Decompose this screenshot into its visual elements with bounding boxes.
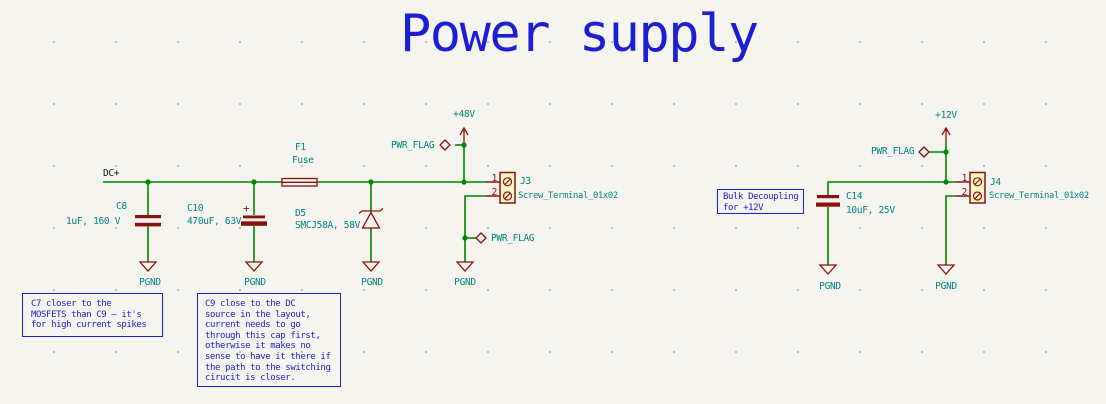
j3-pin1-number: 1 <box>491 173 498 184</box>
j4-value[interactable]: Screw_Terminal_01x02 <box>989 191 1089 201</box>
screw-terminal-j4-symbol[interactable] <box>956 171 986 204</box>
note-line: sense to have it there if <box>205 351 331 362</box>
capacitor-c10-symbol[interactable] <box>241 215 267 226</box>
c10-value[interactable]: 470uF, 63V <box>187 216 242 227</box>
c8-value[interactable]: 1uF, 160 V <box>66 216 121 227</box>
power-arrow-48v-icon[interactable] <box>459 126 469 143</box>
j3-pin2-number: 2 <box>491 187 498 198</box>
pgnd-label[interactable]: PGND <box>935 281 957 292</box>
pwr-flag-label-gnd[interactable]: PWR_FLAG <box>491 233 535 244</box>
capacitor-c8-symbol[interactable] <box>135 215 161 227</box>
pwr-flag-icon[interactable] <box>439 139 930 244</box>
note-line: current needs to go <box>205 320 301 331</box>
junction-dots <box>145 142 949 241</box>
power-label-12v[interactable]: +12V <box>935 110 957 121</box>
pgnd-label[interactable]: PGND <box>819 281 841 292</box>
c10-polarity-plus: + <box>243 202 250 215</box>
c14-value[interactable]: 10uF, 25V <box>846 205 895 216</box>
note-c9[interactable]: C9 close to the DC source in the layout,… <box>197 293 341 387</box>
power-arrow-12v-icon[interactable] <box>941 126 951 143</box>
pgnd-label[interactable]: PGND <box>361 277 383 288</box>
note-line: the path to the switching <box>205 362 331 373</box>
pgnd-label[interactable]: PGND <box>454 277 476 288</box>
f1-ref[interactable]: F1 <box>295 142 306 153</box>
j3-ref[interactable]: J3 <box>520 176 531 187</box>
pgnd-ground-icon[interactable] <box>138 261 956 275</box>
note-line: for +12V <box>723 202 764 213</box>
j4-pin1-number: 1 <box>961 173 968 184</box>
screw-terminal-j3-symbol[interactable] <box>486 171 516 204</box>
tvs-diode-symbol[interactable] <box>358 208 384 229</box>
f1-value[interactable]: Fuse <box>292 155 314 166</box>
note-bulk-decoupling[interactable]: Bulk Decoupling for +12V <box>717 189 804 214</box>
pgnd-label[interactable]: PGND <box>139 277 161 288</box>
power-label-48v[interactable]: +48V <box>453 109 475 120</box>
note-line: through this cap first, <box>205 330 321 341</box>
pgnd-label[interactable]: PGND <box>244 277 266 288</box>
d5-ref[interactable]: D5 <box>295 208 306 219</box>
capacitor-c14-symbol[interactable] <box>816 195 840 207</box>
note-line: source in the layout, <box>205 309 311 320</box>
j3-value[interactable]: Screw_Terminal_01x02 <box>518 191 618 201</box>
c8-ref[interactable]: C8 <box>116 201 127 212</box>
note-line: C7 closer to the <box>31 299 112 309</box>
fuse-symbol[interactable] <box>281 177 318 187</box>
note-line: MOSFETS than C9 — it's <box>31 309 142 320</box>
note-line: otherwise it makes no <box>205 341 311 352</box>
note-line: cirucit is closer. <box>205 373 296 384</box>
schematic-title[interactable]: Power supply <box>400 4 759 64</box>
pwr-flag-label-12v[interactable]: PWR_FLAG <box>871 146 915 157</box>
net-label-dc-plus[interactable]: DC+ <box>103 168 120 179</box>
c10-ref[interactable]: C10 <box>187 203 204 214</box>
note-line: for high current spikes <box>31 320 147 331</box>
j4-ref[interactable]: J4 <box>990 177 1001 188</box>
j4-pin2-number: 2 <box>961 187 968 198</box>
pwr-flag-label-48v[interactable]: PWR_FLAG <box>391 140 435 151</box>
note-line: Bulk Decoupling <box>723 192 799 202</box>
note-c7[interactable]: C7 closer to the MOSFETS than C9 — it's … <box>22 293 163 337</box>
note-line: C9 close to the DC <box>205 299 296 309</box>
d5-value[interactable]: SMCJ58A, 58V <box>295 220 361 231</box>
c14-ref[interactable]: C14 <box>846 191 863 202</box>
